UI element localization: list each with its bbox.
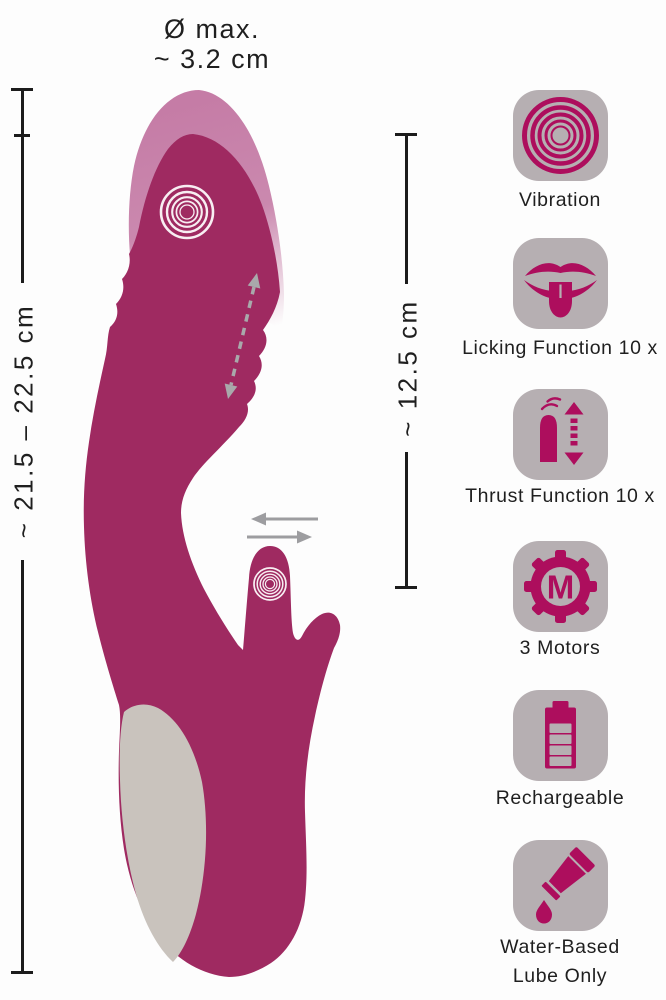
feature-label-text: 3 Motors (519, 637, 601, 659)
insertable-length-line-upper (404, 133, 408, 284)
feature-label-rechargeable: Rechargeable (420, 784, 666, 813)
handle-inset (119, 704, 207, 962)
battery-icon (545, 701, 576, 769)
thrust-arrows-icon (540, 397, 584, 465)
feature-tile-motors: M (513, 541, 608, 632)
insertable-length-line-lower (404, 452, 408, 588)
feature-label-text: Thrust Function 10 x (465, 485, 655, 507)
insertable-length-bottom-cap (395, 586, 417, 589)
motor-gear-icon: M (524, 550, 597, 623)
feature-label-text: Licking Function 10 x (462, 337, 658, 359)
vibrator-body (83, 134, 341, 977)
thrust-motion-arrow (224, 273, 261, 399)
feature-label-text: Water-Based (500, 936, 620, 958)
licking-tongue-icon (524, 263, 597, 318)
feature-label-text: Lube Only (512, 965, 608, 987)
max-diameter-line2: ~ 3.2 cm (153, 44, 271, 74)
motor-letter: M (547, 569, 575, 606)
feature-label-lube: Water-Based Lube Only (420, 933, 666, 991)
feature-tile-thrust (513, 389, 608, 480)
nub-vibration-rings-icon (253, 567, 287, 601)
total-length-line-lower (20, 560, 24, 973)
feature-tile-lube (513, 840, 608, 931)
total-length-bottom-cap (11, 971, 33, 974)
feature-label-text: Vibration (518, 189, 601, 211)
licking-motion-arrows (247, 512, 318, 544)
lube-tube-icon (536, 847, 595, 924)
feature-tile-vibration (513, 90, 608, 181)
feature-tile-licking (513, 238, 608, 329)
feature-label-vibration: Vibration (420, 186, 666, 215)
feature-label-motors: 3 Motors (420, 634, 666, 663)
feature-label-thrust: Thrust Function 10 x (420, 482, 666, 511)
feature-label-text: Rechargeable (495, 787, 625, 809)
max-diameter-line1: Ø max. (163, 14, 260, 44)
tip-vibration-rings-icon (159, 184, 215, 240)
max-diameter-label: Ø max. ~ 3.2 cm (92, 14, 332, 74)
total-length-line-upper (20, 88, 24, 283)
vibration-waves-icon (522, 97, 599, 174)
feature-tile-rechargeable (513, 690, 608, 781)
feature-label-licking: Licking Function 10 x (420, 334, 666, 363)
